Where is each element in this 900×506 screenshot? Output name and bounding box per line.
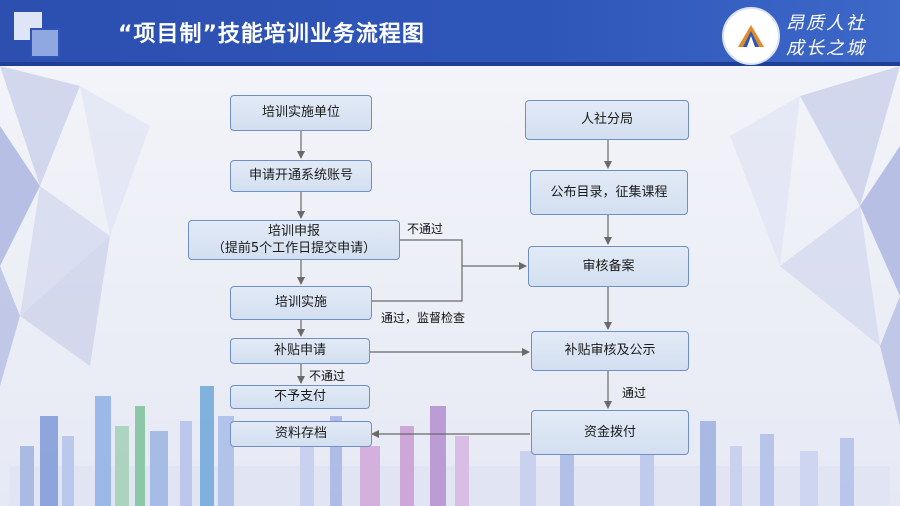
node-hr-branch: 人社分局 [525,100,689,140]
node-review-record-label: 审核备案 [582,258,635,274]
background-decoration [0,66,900,506]
node-training-unit: 培训实施单位 [230,95,372,131]
slogan-line-2: 成长之城 [786,38,866,59]
node-training-declare-label-1: 培训申报 [267,224,320,239]
label-passed: 通过 [622,386,647,400]
node-hr-branch-label: 人社分局 [580,112,633,127]
decor-square-dark [30,28,60,58]
node-subsidy-apply-label: 补贴申请 [273,343,326,358]
emblem-mountain-icon [738,25,764,47]
node-training-declare-label-2: （提前5个工作日提交申请） [211,241,377,256]
node-subsidy-review-label: 补贴审核及公示 [564,343,656,358]
node-fund-allocate-label: 资金拨付 [583,424,636,440]
node-publish-catalog: 公布目录，征集课程 [530,170,688,215]
node-archive: 资料存档 [230,421,372,447]
node-publish-catalog-label: 公布目录，征集课程 [550,184,668,200]
emblem-logo [722,7,780,65]
label-not-passed-1: 不通过 [407,222,444,236]
node-no-payment: 不予支付 [230,385,370,409]
label-passed-supervise: 通过，监督检查 [381,311,466,325]
page-title: “项目制”技能培训业务流程图 [118,22,425,47]
node-training-unit-label: 培训实施单位 [261,105,340,120]
slogan-line-1: 昂质人社 [786,13,866,34]
node-training-implement: 培训实施 [230,286,372,320]
node-subsidy-apply: 补贴申请 [230,338,370,364]
node-no-payment-label: 不予支付 [273,389,326,404]
label-not-passed-2: 不通过 [309,369,346,383]
node-archive-label: 资料存档 [274,426,327,441]
node-review-record: 审核备案 [528,246,689,287]
node-training-declare: 培训申报 （提前5个工作日提交申请） [188,220,400,260]
node-apply-account: 申请开通系统账号 [230,160,372,192]
node-subsidy-review: 补贴审核及公示 [531,331,689,371]
node-training-implement-label: 培训实施 [274,295,327,310]
node-fund-allocate: 资金拨付 [531,410,689,455]
header-stripe [0,62,900,66]
node-apply-account-label: 申请开通系统账号 [248,168,353,183]
